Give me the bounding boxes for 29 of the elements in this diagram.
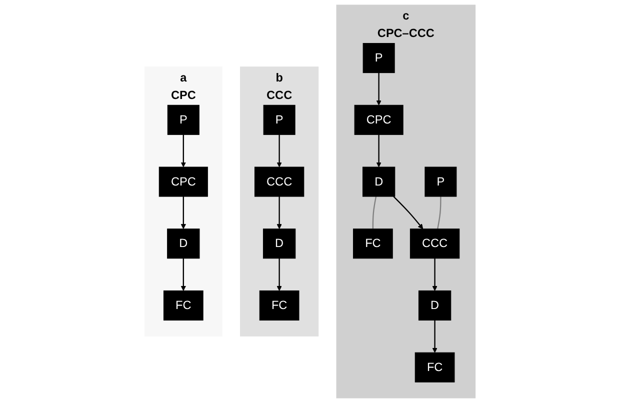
node-box: D (167, 228, 200, 259)
node-box: CPC (354, 104, 404, 135)
node-box: CCC (410, 228, 460, 259)
arrow (432, 258, 438, 291)
arrow (393, 196, 424, 230)
node-box: FC (163, 290, 204, 321)
node-box: P (263, 104, 296, 135)
arrow (180, 196, 186, 230)
arrow (276, 134, 282, 168)
arrow (376, 72, 382, 106)
arrow (180, 258, 186, 291)
node-box: FC (259, 290, 300, 321)
node-box: CPC (158, 166, 208, 197)
node-box: P (167, 104, 200, 135)
node-box: CCC (254, 166, 304, 197)
arrow (376, 134, 382, 168)
arrow (432, 320, 438, 353)
connector (372, 196, 377, 229)
node-box: P (362, 43, 395, 74)
node-box: FC (414, 352, 455, 382)
node-box: P (424, 166, 457, 197)
arrow (276, 258, 282, 291)
node-box: D (362, 166, 396, 197)
arrow (276, 196, 282, 230)
node-box: D (262, 228, 296, 259)
node-box: FC (353, 228, 393, 259)
arrow (180, 134, 186, 168)
connector (437, 196, 442, 229)
node-box: D (418, 290, 452, 321)
